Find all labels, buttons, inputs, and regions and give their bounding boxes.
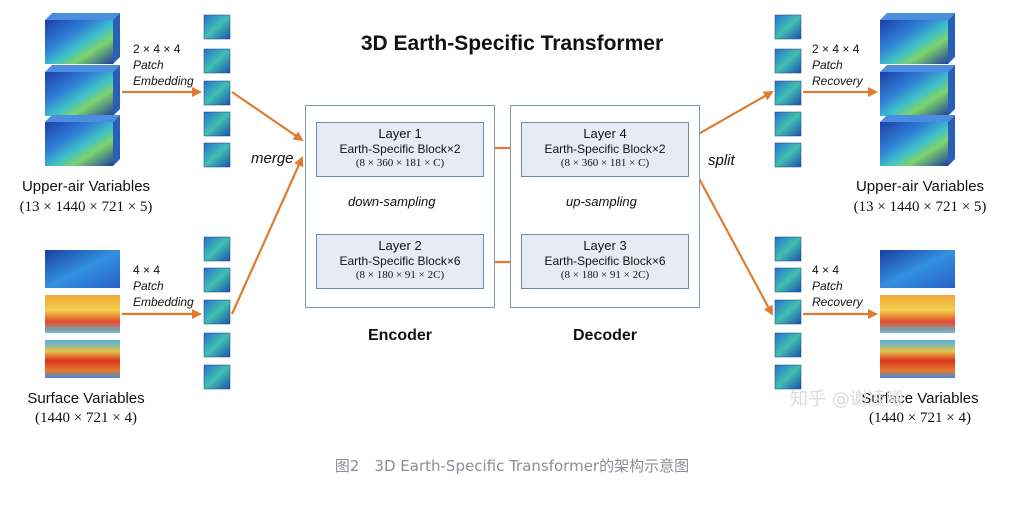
layer-size: (8 × 360 × 181 × C): [355, 157, 445, 169]
patch-size: 4 × 4: [812, 263, 840, 277]
layer-name: Layer 3: [583, 238, 627, 253]
up-sampling-label: up-sampling: [566, 194, 637, 209]
left-surface-label: Surface Variables: [27, 390, 145, 407]
split-label: split: [708, 152, 735, 169]
merge-label: merge: [251, 150, 294, 167]
left-surface-dims: (1440 × 721 × 4): [35, 410, 137, 426]
decoder-label: Decoder: [572, 327, 638, 344]
patch-op: Embedding: [133, 295, 194, 309]
patch-word: Patch: [133, 279, 164, 293]
layer-block: Earth-Specific Block×2: [544, 142, 666, 156]
layer-block: Earth-Specific Block×2: [339, 142, 461, 156]
layer-name: Layer 1: [378, 126, 422, 141]
left-surface-patch-note: 4 × 4 Patch Embedding: [133, 262, 194, 310]
layer-block: Earth-Specific Block×6: [339, 254, 461, 268]
layer-block: Earth-Specific Block×6: [544, 254, 666, 268]
left-surface-patches: [203, 236, 231, 390]
left-upper-cube-stack: [45, 13, 120, 166]
decoder-layer-4: Layer 4 Earth-Specific Block×2 (8 × 360 …: [521, 122, 689, 177]
decoder-layer-3: Layer 3 Earth-Specific Block×6 (8 × 180 …: [521, 234, 689, 289]
right-surface-label: Surface Variables: [861, 390, 979, 407]
figure-caption: 图2 3D Earth-Specific Transformer的架构示意图: [334, 457, 690, 475]
right-surface-patches: [774, 236, 802, 390]
down-sampling-label: down-sampling: [348, 194, 436, 209]
watermark: 知乎 @谢凌曦: [790, 389, 904, 410]
right-surface-patch-note: 4 × 4 Patch Recovery: [812, 262, 863, 310]
layer-size: (8 × 180 × 91 × 2C): [355, 269, 445, 281]
left-upper-patch-note: 2 × 4 × 4 Patch Embedding: [133, 41, 194, 89]
patch-op: Recovery: [812, 74, 863, 88]
layer-name: Layer 2: [378, 238, 422, 253]
patch-op: Recovery: [812, 295, 863, 309]
flow-arrows: [122, 87, 878, 319]
left-upper-label: Upper-air Variables: [21, 178, 151, 195]
architecture-figure: 3D Earth-Specific Transformer Upper-air …: [19, 13, 987, 426]
patch-size: 2 × 4 × 4: [812, 42, 860, 56]
layer-name: Layer 4: [583, 126, 627, 141]
right-upper-dims: (13 × 1440 × 721 × 5): [853, 199, 987, 215]
patch-op: Embedding: [133, 74, 194, 88]
layer-size: (8 × 360 × 181 × C): [560, 157, 650, 169]
diagram-title: 3D Earth-Specific Transformer: [360, 32, 664, 55]
right-upper-cube-stack: [880, 13, 955, 166]
right-surface-dims: (1440 × 721 × 4): [869, 410, 971, 426]
patch-size: 2 × 4 × 4: [133, 42, 181, 56]
patch-size: 4 × 4: [133, 263, 161, 277]
left-upper-patches: [203, 14, 231, 168]
encoder-label: Encoder: [367, 327, 432, 344]
diagram-graphics: [45, 13, 955, 390]
patch-word: Patch: [812, 58, 843, 72]
left-surface-slabs: [45, 250, 120, 378]
patch-word: Patch: [812, 279, 843, 293]
right-surface-slabs: [880, 250, 955, 378]
patch-word: Patch: [133, 58, 164, 72]
right-upper-label: Upper-air Variables: [855, 178, 985, 195]
layer-size: (8 × 180 × 91 × 2C): [560, 269, 650, 281]
encoder-layer-1: Layer 1 Earth-Specific Block×2 (8 × 360 …: [316, 122, 484, 177]
right-upper-patch-note: 2 × 4 × 4 Patch Recovery: [812, 41, 863, 89]
left-upper-dims: (13 × 1440 × 721 × 5): [19, 199, 153, 215]
right-upper-patches: [774, 14, 802, 168]
encoder-layer-2: Layer 2 Earth-Specific Block×6 (8 × 180 …: [316, 234, 484, 289]
